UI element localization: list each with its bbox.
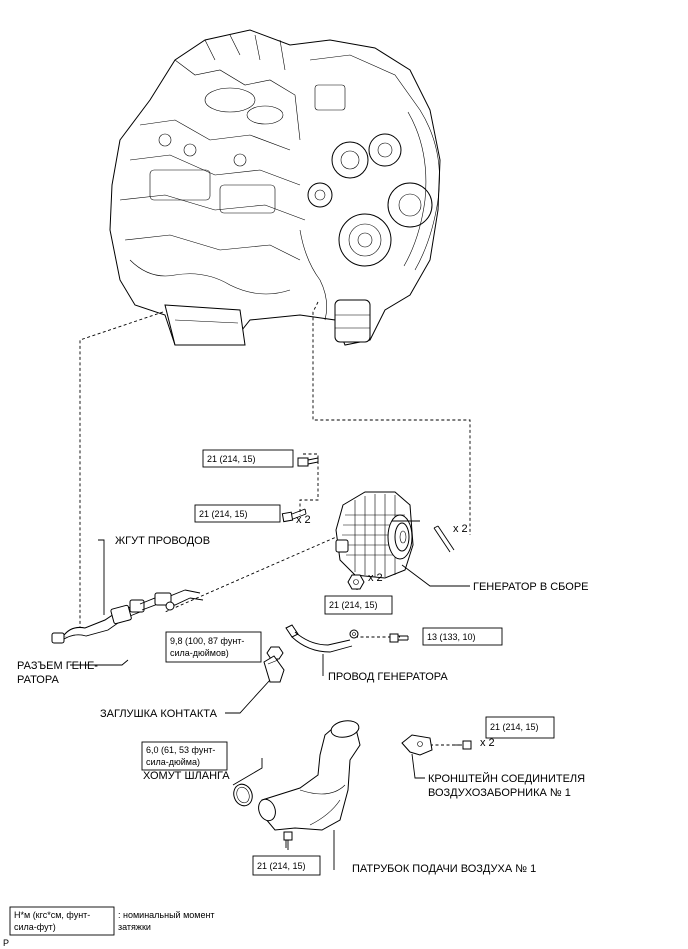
generator-assembly-drawing [335, 491, 455, 590]
label-generator-wire: ПРОВОД ГЕНЕРАТОРА [328, 671, 448, 683]
label-air-pipe: ПАТРУБОК ПОДАЧИ ВОЗДУХА № 1 [352, 863, 536, 875]
hose-clamp-drawing [233, 783, 253, 807]
torque-box-8: 21 (214, 15) [252, 855, 321, 876]
torque-value-line1: 6,0 (61, 53 фунт- [146, 745, 215, 755]
torque-value-line2: сила-дюйма) [146, 757, 200, 767]
legend-unit-line1: Н*м (кгс*см, фунт- [14, 910, 90, 920]
torque-box-2: 21 (214, 15) [194, 504, 281, 523]
bolt-fastener-7 [283, 831, 293, 850]
torque-value: 21 (214, 15) [199, 509, 248, 519]
multiplier-x2: x 2 [480, 737, 495, 749]
nut-fastener-5 [266, 646, 284, 660]
label-generator-connector-line2: РАТОРА [17, 674, 59, 686]
torque-legend: Н*м (кгс*см, фунт- сила-фут) : номинальн… [9, 906, 215, 936]
bolt-fastener-1 [297, 457, 319, 467]
label-terminal-cap: ЗАГЛУШКА КОНТАКТА [100, 708, 218, 720]
torque-value: 21 (214, 15) [490, 722, 539, 732]
legend-unit-line2: сила-фут) [14, 922, 56, 932]
label-wire-harness: ЖГУТ ПРОВОДОВ [115, 535, 210, 547]
label-leader-lines [70, 520, 470, 870]
label-hose-clamp: ХОМУТ ШЛАНГА [143, 770, 230, 782]
terminal-cap-drawing [263, 655, 285, 683]
label-bracket-line1: КРОНШТЕЙН СОЕДИНИТЕЛЯ [428, 772, 585, 785]
legend-desc-line1: : номинальный момент [118, 910, 215, 920]
torque-box-7: 6,0 (61, 53 фунт- сила-дюйма) [141, 741, 228, 771]
torque-value: 13 (133, 10) [427, 632, 476, 642]
torque-box-3: 21 (214, 15) [324, 595, 393, 615]
torque-box-5: 13 (133, 10) [422, 627, 503, 646]
torque-box-1: 21 (214, 15) [202, 449, 294, 468]
engine-assembly-drawing [109, 29, 441, 346]
bolt-fastener-2 [281, 508, 307, 523]
corner-mark: P [3, 938, 9, 948]
wire-harness-drawing [51, 589, 204, 644]
bolt-fastener-4 [389, 633, 409, 643]
torque-box-4: 9,8 (100, 87 фунт- сила-дюймов) [165, 631, 262, 663]
torque-value-line2: сила-дюймов) [170, 648, 229, 658]
multiplier-x2: x 2 [453, 523, 468, 535]
torque-value-line1: 9,8 (100, 87 фунт- [170, 636, 244, 646]
label-bracket-line2: ВОЗДУХОЗАБОРНИКА № 1 [428, 787, 571, 799]
torque-value: 21 (214, 15) [329, 600, 378, 610]
torque-value: 21 (214, 15) [257, 861, 306, 871]
bolt-fastener-6 [452, 740, 472, 750]
air-intake-pipe-drawing [258, 720, 361, 831]
torque-box-6: 21 (214, 15) [485, 716, 555, 739]
multiplier-x2: x 2 [368, 572, 383, 584]
multiplier-x2: x 2 [296, 514, 311, 526]
label-generator-assembly: ГЕНЕРАТОР В СБОРЕ [473, 581, 589, 593]
legend-desc-line2: затяжки [118, 922, 151, 932]
air-intake-bracket-drawing [401, 734, 433, 756]
generator-wire-drawing [285, 624, 359, 653]
torque-value: 21 (214, 15) [207, 454, 256, 464]
label-generator-connector-line1: РАЗЪЕМ ГЕНЕ- [17, 660, 98, 672]
nut-fastener-3 [347, 574, 365, 590]
